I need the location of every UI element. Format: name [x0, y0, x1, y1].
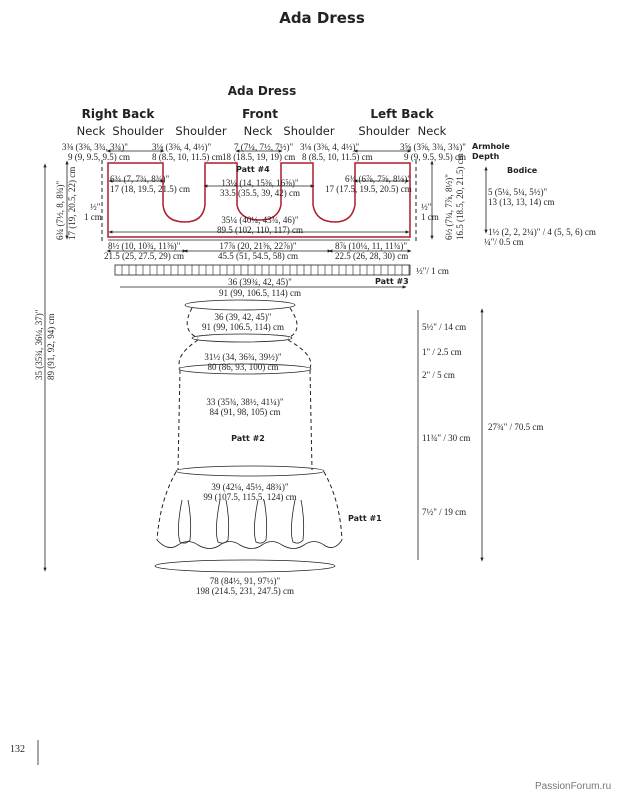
dim: ½" [421, 202, 432, 212]
part-label: Neck [243, 124, 273, 138]
dim: 17 (18, 19.5, 21.5) cm [110, 184, 190, 194]
dim: 89.5 (102, 110, 117) cm [216, 225, 304, 235]
dim: 35¼ (40¼, 43¾, 46)" [221, 215, 299, 225]
part-label: Neck [417, 124, 447, 138]
dim: 3⅝ (3⅝, 3¾, 3¾)" [400, 142, 466, 152]
dim: 9 (9, 9.5, 9.5) cm [68, 152, 130, 162]
dim: 6¾ (6⅞, 7⅝, 8⅛)" [345, 174, 411, 184]
part-label: Shoulder [175, 124, 227, 138]
dim: 80 (86, 93, 100) cm [207, 362, 279, 372]
dim: ½"/ 1 cm [416, 266, 449, 276]
dim: 27¾" / 70.5 cm [488, 422, 544, 432]
dim: 3⅜ (3⅜, 3¾, 3¾)" [62, 142, 128, 152]
dim: 21.5 (25, 27.5, 29) cm [104, 251, 184, 261]
diagram-title: Ada Dress [227, 84, 297, 98]
dim: ½" [90, 202, 101, 212]
patt-1-label: Patt #1 [348, 514, 382, 523]
dim: 31½ (34, 36¾, 39½)" [204, 352, 282, 362]
dim: 3⅛ (3⅜, 4, 4½)" [152, 142, 212, 152]
dim: 1" / 2.5 cm [422, 347, 462, 357]
part-label: Shoulder [283, 124, 335, 138]
dim: 9 (9, 9.5, 9.5) cm [404, 152, 466, 162]
watermark: PassionForum.ru [535, 781, 612, 792]
dim: 33.5 (35.5, 39, 42) cm [220, 188, 300, 198]
dim: 6¾ (7, 7¾, 8¾)" [110, 174, 170, 184]
dim: 8 (8.5, 10, 11.5) cm [152, 152, 223, 162]
dim: 8⅞ (10¼, 11, 11¾)" [335, 241, 407, 251]
dim: 36 (39¾, 42, 45)" [228, 277, 292, 287]
dim: 2" / 5 cm [422, 370, 455, 380]
dim: 5 (5¼, 5¼, 5½)" [488, 187, 548, 197]
dim: 36 (39, 42, 45)" [214, 312, 272, 322]
section-front: Front [242, 107, 278, 121]
dim: 35 (35¾, 36¼, 37)" [34, 309, 44, 380]
dim: 91 (99, 106.5, 114) cm [202, 322, 284, 332]
dim: 6½ (7¼, 7⅞, 8½)" [444, 174, 454, 240]
dim: 22.5 (26, 28, 30) cm [335, 251, 409, 261]
dim: 17 (17.5, 19.5, 20.5) cm [325, 184, 412, 194]
dim: 17⅞ (20, 21⅜, 22⅞)" [219, 241, 297, 251]
patt-2-label: Patt #2 [231, 434, 265, 443]
dim: 6¾ (7½, 8, 8¾)" [55, 180, 65, 240]
dim: 39 (42¼, 45½, 48¾)" [211, 482, 289, 492]
section-right-back: Right Back [81, 107, 155, 121]
dim: 45.5 (51, 54.5, 58) cm [218, 251, 298, 261]
dim: 7½" / 19 cm [422, 507, 467, 517]
dim: 1 cm [421, 212, 439, 222]
depth-label: Depth [472, 152, 500, 161]
dim: 8½ (10, 10¾, 11⅜)" [108, 241, 181, 251]
part-label: Shoulder [112, 124, 164, 138]
part-label: Shoulder [358, 124, 410, 138]
dim: 8 (8.5, 10, 11.5) cm [302, 152, 373, 162]
armhole-label: Armhole [472, 142, 510, 151]
dim: 16.5 (18.5, 20, 21.5) cm [455, 153, 465, 240]
dim: 198 (214.5, 231, 247.5) cm [196, 586, 294, 596]
dim: 78 (84½, 91, 97½)" [209, 576, 281, 586]
bodice-outline [107, 162, 411, 238]
dim: 18 (18.5, 19, 19) cm [222, 152, 296, 162]
dim: 89 (91, 92, 94) cm [46, 313, 56, 381]
page-number: 132 [10, 744, 25, 755]
part-label: Neck [76, 124, 106, 138]
patt-4-label: Patt #4 [236, 165, 270, 174]
dim: 91 (99, 106.5, 114) cm [219, 288, 301, 298]
dim: 84 (91, 98, 105) cm [209, 407, 281, 417]
dim: 1½ (2, 2, 2¼)" / 4 (5, 5, 6) cm [488, 227, 596, 237]
page-title: Ada Dress [279, 9, 365, 27]
dim: 7 (7¼, 7½, 7½)" [234, 142, 294, 152]
dim: 13¼ (14, 15⅜, 16⅝)" [221, 178, 299, 188]
dim: 99 (107.5, 115.5, 124) cm [203, 492, 297, 502]
dim: 33 (35¾, 38½, 41¼)" [206, 397, 284, 407]
section-left-back: Left Back [370, 107, 434, 121]
patt-3-label: Patt #3 [375, 277, 409, 286]
dim: 5½" / 14 cm [422, 322, 467, 332]
bodice-label: Bodice [507, 166, 538, 175]
dim: 11¾" / 30 cm [422, 433, 471, 443]
dim: 13 (13, 13, 14) cm [488, 197, 555, 207]
dim: 1 cm [84, 212, 102, 222]
dim: ¼"/ 0.5 cm [484, 237, 524, 247]
dim: 3⅛ (3⅜, 4, 4½)" [300, 142, 360, 152]
dim: 17 (19, 20.5, 22) cm [67, 166, 77, 240]
